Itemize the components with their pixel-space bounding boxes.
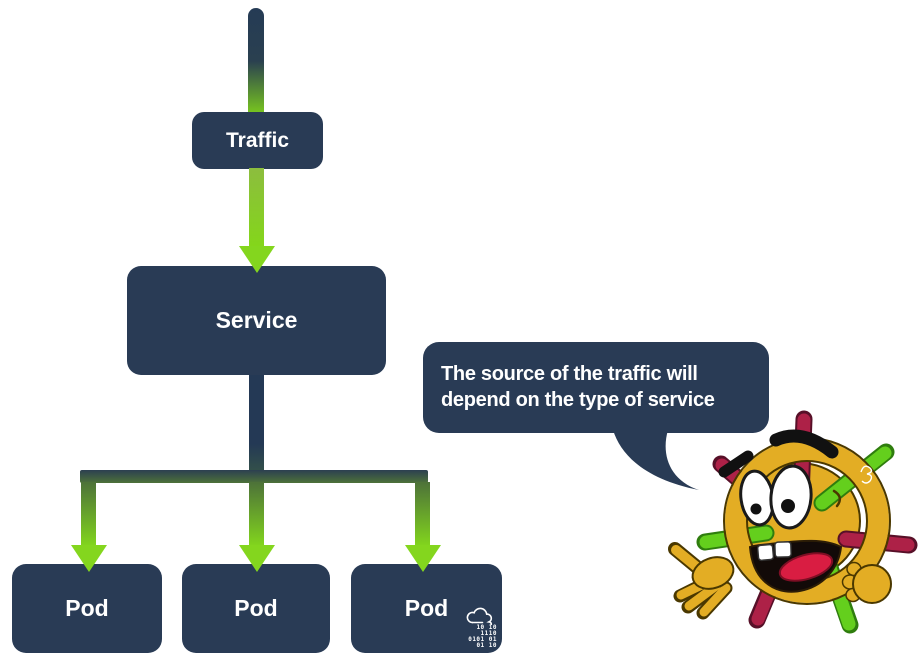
node-traffic: Traffic	[192, 112, 323, 169]
speech-bubble-tail	[613, 430, 699, 490]
incoming-traffic-line	[248, 8, 264, 114]
mascot-tongue	[778, 552, 834, 582]
branch-drop-center	[249, 482, 264, 546]
arrow-pod-right-head	[405, 545, 441, 572]
cloud-binary-icon: 10 10 1110 0101 01 01 10	[449, 607, 497, 649]
cloud-icon	[466, 607, 493, 625]
mascot-eyebrow-left	[718, 450, 754, 478]
branch-drop-left	[81, 482, 96, 546]
node-service: Service	[127, 266, 386, 375]
node-pod-1: Pod	[12, 564, 162, 653]
node-pod-2-label: Pod	[234, 595, 278, 621]
mascot-cheek-line	[832, 489, 842, 508]
node-pod-1-label: Pod	[65, 595, 109, 621]
spoke-doodle	[860, 465, 873, 484]
binary-line-3: 0101 01	[468, 636, 497, 643]
mascot-hand-left	[668, 542, 735, 620]
mascot-pupil-right	[781, 499, 795, 513]
branch-drop-right	[415, 482, 430, 546]
arrow-traffic-to-service-shaft	[249, 168, 264, 247]
mascot-pupil-left	[750, 503, 762, 515]
mascot-eyebrow-right	[769, 429, 839, 459]
node-service-label: Service	[215, 307, 298, 333]
mascot-tooth-left	[756, 543, 775, 562]
mascot-eye-right	[769, 464, 813, 530]
node-pod-3: Pod 10 10 1110 0101 01 01 10	[351, 564, 502, 653]
binary-line-1: 10 10	[476, 624, 497, 631]
branch-bar	[80, 470, 428, 483]
node-pod-3-label: Pod	[404, 595, 449, 621]
service-branch-line	[249, 374, 264, 471]
speech-bubble-line-2: depend on the type of service	[441, 388, 715, 411]
kubernetes-helm-mascot	[668, 410, 918, 634]
arrow-traffic-to-service-head	[239, 246, 275, 273]
arrow-pod-left-head	[71, 545, 107, 572]
binary-line-4: 01 10	[476, 642, 497, 649]
helm-ring	[725, 439, 889, 603]
binary-line-2: 1110	[480, 630, 497, 637]
node-traffic-label: Traffic	[225, 128, 290, 152]
node-pod-2: Pod	[182, 564, 330, 653]
speech-bubble-line-1: The source of the traffic will	[441, 362, 698, 385]
speech-bubble: The source of the traffic will depend on…	[423, 342, 769, 433]
mascot-hand-right	[841, 561, 892, 604]
mascot-tooth-right	[774, 541, 792, 558]
arrow-pod-center-head	[239, 545, 275, 572]
